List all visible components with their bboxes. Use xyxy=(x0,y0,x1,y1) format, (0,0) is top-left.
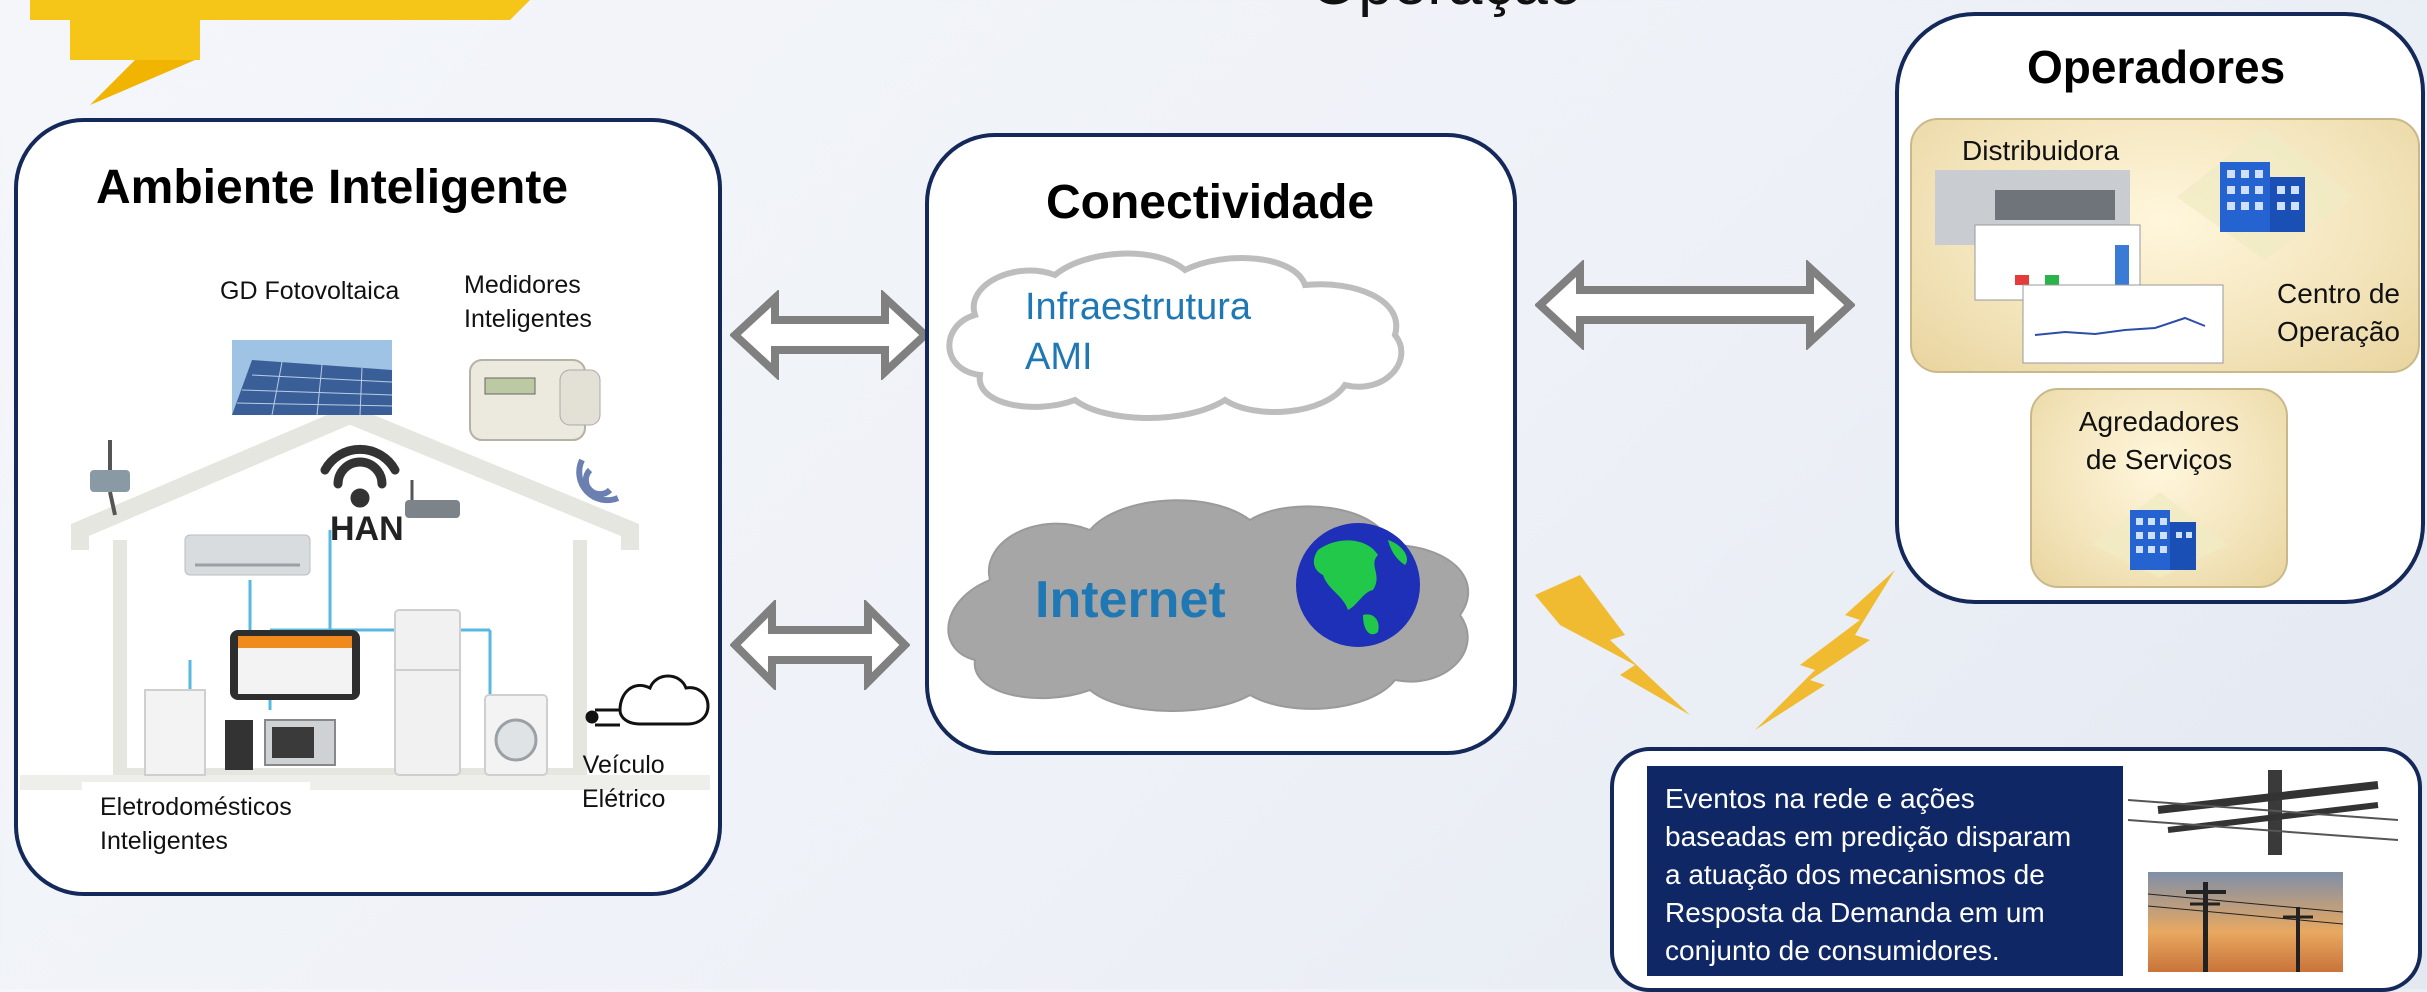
router-icon xyxy=(405,480,460,518)
building-icon xyxy=(2177,127,2353,260)
veiculo-label: Veículo Elétrico xyxy=(582,751,666,813)
lightning-bolt-left-icon xyxy=(1535,575,1690,715)
double-arrow-ambiente-ami xyxy=(730,290,930,380)
distribuidora-label: Distribuidora xyxy=(1962,135,2120,166)
eventos-text-box: Eventos na rede e ações baseadas em pred… xyxy=(1647,766,2123,976)
wifi-icon xyxy=(320,444,400,508)
sunset-power-pole-image xyxy=(2148,872,2343,972)
operator-dashboard-image xyxy=(1935,170,2224,364)
electric-vehicle-icon xyxy=(585,674,710,727)
operadores-title: Operadores xyxy=(2027,41,2286,93)
han-label: HAN xyxy=(330,510,404,548)
aggregator-building-icon xyxy=(2092,492,2228,578)
tablet-icon xyxy=(230,630,360,700)
washing-machine-icon xyxy=(484,694,548,776)
double-arrow-ambiente-internet xyxy=(730,600,910,690)
signal-waves-icon xyxy=(576,458,620,504)
dishwasher-icon xyxy=(144,689,206,776)
ribbon-banner xyxy=(30,0,530,105)
ambiente-title: Ambiente Inteligente xyxy=(96,161,569,214)
refrigerator-icon xyxy=(394,609,461,776)
smart-meter-image xyxy=(460,350,610,445)
conectividade-title: Conectividade xyxy=(1046,176,1375,229)
ami-cloud-text: Infraestrutura AMI xyxy=(1025,286,1251,378)
globe-icon xyxy=(1296,523,1420,647)
medidores-label: Medidores Inteligentes xyxy=(452,264,604,340)
smart-home-illustration xyxy=(20,380,710,790)
air-conditioner-icon xyxy=(184,534,311,576)
centro-operacao-label: Centro de Operação xyxy=(2277,278,2400,347)
camera-icon xyxy=(90,440,130,516)
microwave-icon xyxy=(264,719,336,766)
slide-title: Operação xyxy=(1310,0,1582,19)
lightning-bolt-right-icon xyxy=(1755,570,1895,730)
agregadores-label: Agredadores de Serviços xyxy=(2078,406,2240,475)
internet-cloud-text: Internet xyxy=(1035,571,1226,629)
power-line-image xyxy=(2128,770,2398,855)
double-arrow-ami-operadores xyxy=(1535,260,1855,350)
coffee-machine-icon xyxy=(225,720,253,770)
gd-fotovoltaica-label: GD Fotovoltaica xyxy=(200,266,420,316)
eletrodomesticos-label: Eletrodomésticos Inteligentes xyxy=(82,782,310,866)
ami-cloud xyxy=(946,250,1405,421)
solar-panel-image xyxy=(232,340,392,415)
